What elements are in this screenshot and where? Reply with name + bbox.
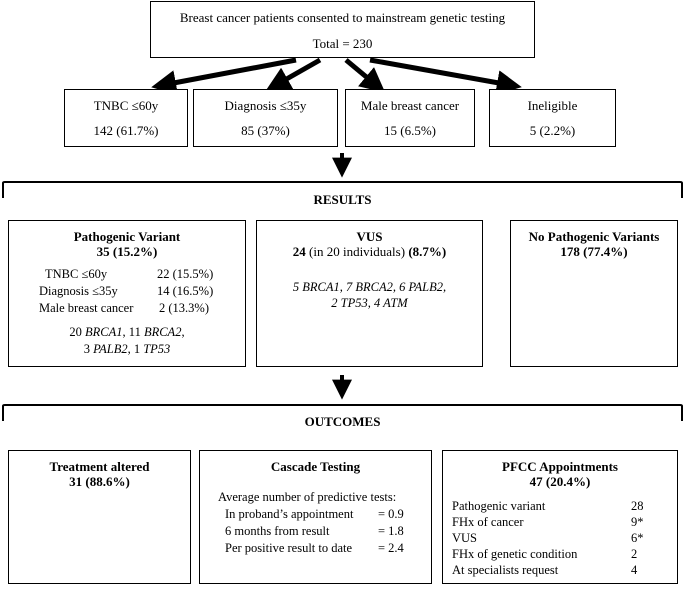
cascade-subtitle: Average number of predictive tests: — [218, 490, 397, 504]
vus-box: VUS 24 (in 20 individuals) (8.7%) 5 BRCA… — [256, 220, 483, 367]
vus-count-note: (in 20 individuals) — [305, 244, 409, 259]
pfcc-count: 47 (20.4%) — [529, 474, 591, 489]
arrow-to-ineligible — [369, 57, 522, 96]
consented-title: Breast cancer patients consented to main… — [179, 10, 506, 25]
results-bracket — [2, 181, 683, 198]
category-value: 85 (37%) — [241, 123, 290, 138]
pathogenic-genes-line2: 3 PALB2, 1 TP53 — [9, 341, 245, 357]
category-box-ineligible: Ineligible 5 (2.2%) — [489, 89, 616, 147]
outcomes-heading: OUTCOMES — [304, 414, 381, 429]
category-box-male: Male breast cancer 15 (6.5%) — [345, 89, 475, 147]
gene-count: 3 — [83, 342, 94, 356]
pfcc-row-label: At specialists request — [452, 563, 559, 577]
pathogenic-count: 35 (15.2%) — [96, 244, 158, 259]
cascade-testing-box: Cascade Testing Average number of predic… — [199, 450, 432, 584]
treatment-altered-box: Treatment altered 31 (88.6%) — [8, 450, 191, 584]
cascade-row-label: 6 months from result — [225, 524, 330, 538]
vus-title: VUS — [356, 229, 383, 244]
gene-count: , 1 — [127, 342, 144, 356]
cascade-row-label: In proband’s appointment — [225, 507, 354, 521]
vus-count-percent: (8.7%) — [408, 244, 447, 259]
cascade-row-value: = 1.8 — [378, 524, 404, 538]
arrow-to-diagnosis — [265, 57, 322, 91]
pathogenic-row-value: 2 (13.3%) — [159, 301, 209, 315]
vus-genes-line2: 2 TP53, 4 ATM — [331, 296, 408, 310]
pathogenic-row-label: TNBC ≤60y — [45, 267, 108, 281]
pathogenic-row-value: 22 (15.5%) — [157, 267, 214, 281]
gene-name: TP53 — [143, 342, 171, 356]
pfcc-appointments-box: PFCC Appointments 47 (20.4%) Pathogenic … — [442, 450, 678, 584]
category-box-tnbc: TNBC ≤60y 142 (61.7%) — [64, 89, 188, 147]
gene-name: BRCA2 — [143, 325, 182, 339]
cascade-row-value: = 0.9 — [378, 507, 404, 521]
consented-total: Total = 230 — [312, 36, 373, 51]
category-box-diagnosis: Diagnosis ≤35y 85 (37%) — [193, 89, 338, 147]
pfcc-row-label: FHx of genetic condition — [452, 547, 578, 561]
no-pathogenic-box: No Pathogenic Variants 178 (77.4%) — [510, 220, 678, 367]
gene-name: PALB2 — [93, 342, 128, 356]
punctuation: , — [181, 325, 185, 339]
pfcc-title: PFCC Appointments — [502, 459, 618, 474]
pfcc-row-value: 9* — [631, 515, 644, 529]
pfcc-row-value: 28 — [631, 499, 644, 513]
gene-name: BRCA1 — [85, 325, 123, 339]
arrow-to-male — [344, 58, 386, 93]
pathogenic-row-label: Male breast cancer — [39, 301, 134, 315]
arrow-to-tnbc — [151, 57, 297, 95]
outcomes-bracket — [2, 404, 683, 421]
cascade-title: Cascade Testing — [270, 459, 361, 474]
treatment-title: Treatment altered — [49, 459, 150, 474]
gene-count: , 11 — [122, 325, 144, 339]
category-label: TNBC ≤60y — [93, 98, 159, 113]
pfcc-row-label: FHx of cancer — [452, 515, 524, 529]
no-pathogenic-count: 178 (77.4%) — [560, 244, 628, 259]
pfcc-row-value: 6* — [631, 531, 644, 545]
cascade-row-value: = 2.4 — [378, 541, 404, 555]
pathogenic-variant-box: Pathogenic Variant 35 (15.2%) TNBC ≤60y … — [8, 220, 246, 367]
vus-count-number: 24 — [292, 244, 306, 259]
no-pathogenic-title: No Pathogenic Variants — [528, 229, 660, 244]
gene-count: 20 — [69, 325, 86, 339]
pfcc-row-value: 2 — [631, 547, 638, 561]
pfcc-row-label: Pathogenic variant — [452, 499, 546, 513]
vus-genes-line1: 5 BRCA1, 7 BRCA2, 6 PALB2, — [292, 280, 447, 294]
category-value: 142 (61.7%) — [93, 123, 159, 138]
pathogenic-title: Pathogenic Variant — [73, 229, 181, 244]
category-value: 5 (2.2%) — [529, 123, 576, 138]
pathogenic-row-value: 14 (16.5%) — [157, 284, 214, 298]
consented-patients-box: Breast cancer patients consented to main… — [150, 1, 535, 58]
pathogenic-row-label: Diagnosis ≤35y — [39, 284, 118, 298]
pfcc-row-value: 4 — [631, 563, 638, 577]
category-label: Diagnosis ≤35y — [224, 98, 307, 113]
vus-count: 24 (in 20 individuals) (8.7%) — [257, 243, 482, 260]
category-label: Ineligible — [527, 98, 578, 113]
category-label: Male breast cancer — [360, 98, 460, 113]
results-heading: RESULTS — [313, 192, 372, 207]
category-value: 15 (6.5%) — [384, 123, 436, 138]
treatment-count: 31 (88.6%) — [69, 474, 130, 489]
cascade-row-label: Per positive result to date — [225, 541, 353, 555]
pfcc-row-label: VUS — [452, 531, 478, 545]
pathogenic-genes-line1: 20 BRCA1, 11 BRCA2, — [9, 324, 245, 340]
